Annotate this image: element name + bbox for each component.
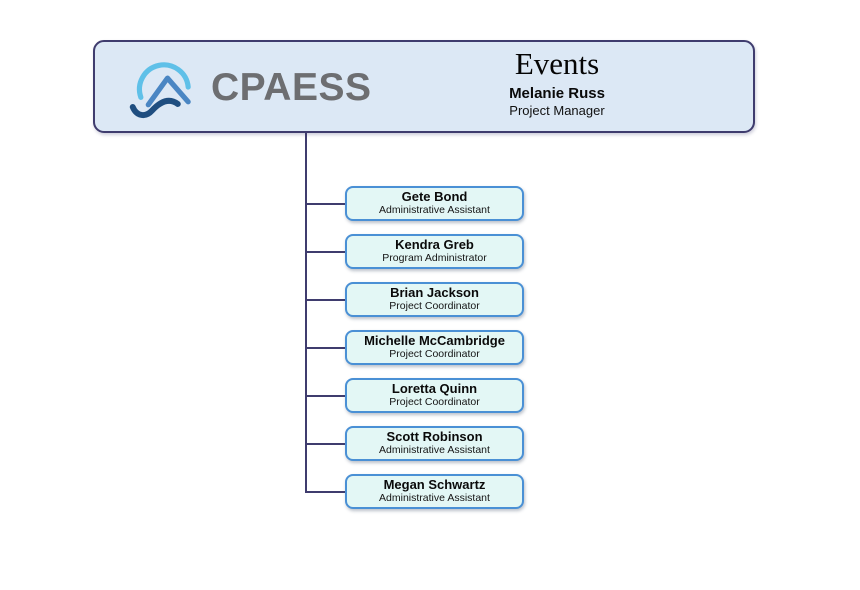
- connector-branch-line: [305, 394, 345, 397]
- employee-name: Loretta Quinn: [391, 381, 478, 397]
- connector-branch-line: [305, 298, 345, 301]
- employee-title: Project Coordinator: [389, 300, 480, 313]
- employee-title: Project Coordinator: [389, 348, 480, 361]
- employee-name: Michelle McCambridge: [364, 333, 505, 349]
- connector-branch-line: [305, 442, 345, 445]
- connector-branch-line: [305, 202, 345, 205]
- employee-name: Kendra Greb: [395, 237, 474, 253]
- employee-name: Brian Jackson: [390, 285, 479, 301]
- employee-title: Project Coordinator: [389, 396, 480, 409]
- department-title: Events: [514, 46, 600, 81]
- connector-vertical-line: [305, 133, 307, 492]
- employee-name: Megan Schwartz: [383, 477, 486, 493]
- employee-title: Administrative Assistant: [379, 444, 490, 457]
- department-header-box: CPAESS Events Melanie Russ Project Manag…: [93, 40, 755, 133]
- cpaess-logo-icon: [129, 62, 191, 119]
- connector-branch-line: [305, 490, 345, 493]
- employee-title: Program Administrator: [382, 252, 487, 265]
- connector-branch-line: [305, 346, 345, 349]
- employee-title: Administrative Assistant: [379, 204, 490, 217]
- cpaess-wordmark: CPAESS: [211, 65, 372, 109]
- manager-name: Melanie Russ: [509, 85, 605, 103]
- employee-name: Scott Robinson: [386, 429, 483, 445]
- manager-title: Project Manager: [509, 103, 605, 119]
- cpaess-logo: CPAESS: [129, 52, 372, 122]
- connector-branch-line: [305, 250, 345, 253]
- department-header-text: Events Melanie Russ Project Manager: [427, 46, 687, 119]
- employee-title: Administrative Assistant: [379, 492, 490, 505]
- employee-name: Gete Bond: [401, 189, 468, 205]
